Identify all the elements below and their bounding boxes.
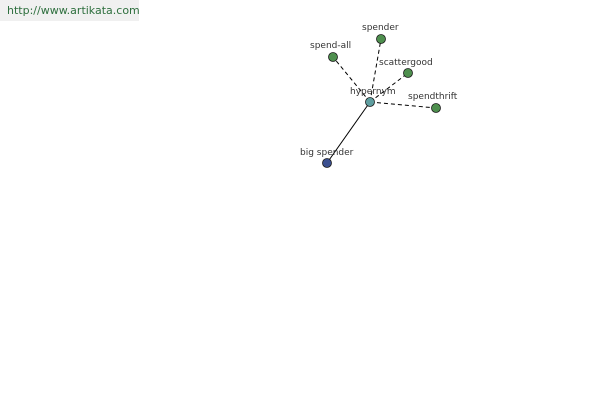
edge-spender bbox=[369, 38, 382, 103]
node-label-spendthrift[interactable]: spendthrift bbox=[408, 92, 458, 102]
graph-edges bbox=[326, 38, 437, 164]
edge-scattergood bbox=[369, 72, 409, 103]
node-label-scattergood[interactable]: scattergood bbox=[379, 58, 433, 68]
node-label-spender[interactable]: spender bbox=[362, 23, 399, 33]
graph-nodes: spender spend-all scattergood spendthrift bi… bbox=[300, 23, 458, 168]
edge-big-spender bbox=[326, 101, 371, 164]
node-spend-all[interactable] bbox=[328, 52, 338, 62]
node-label-hypernym[interactable]: hypernym bbox=[350, 87, 396, 97]
source-link[interactable]: http://www.artikata.com bbox=[0, 0, 139, 21]
node-spender[interactable] bbox=[376, 34, 386, 44]
node-hypernym[interactable] bbox=[365, 97, 375, 107]
node-scattergood[interactable] bbox=[403, 68, 413, 78]
node-big-spender[interactable] bbox=[322, 158, 332, 168]
node-spendthrift[interactable] bbox=[431, 103, 441, 113]
node-label-spend-all[interactable]: spend-all bbox=[310, 41, 351, 51]
node-label-big-spender[interactable]: big spender bbox=[300, 148, 354, 158]
edge-spend-all bbox=[332, 56, 371, 103]
edge-spendthrift bbox=[369, 101, 437, 109]
